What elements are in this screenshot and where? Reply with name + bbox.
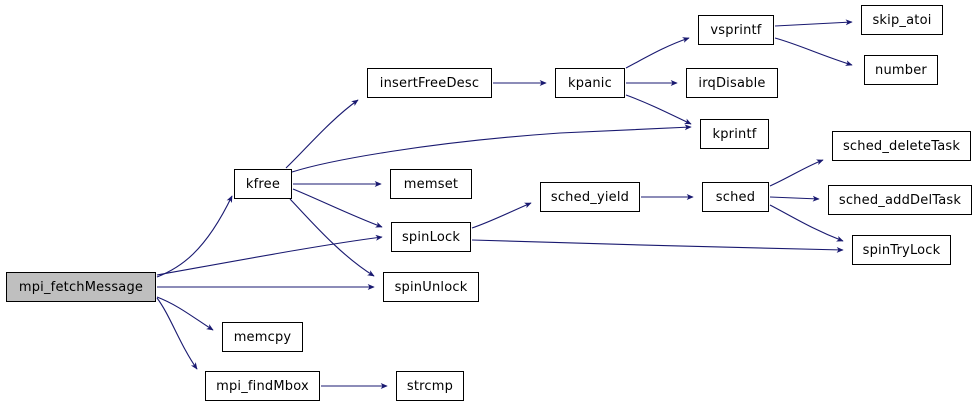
node-spinUnlock[interactable]: spinUnlock: [383, 272, 479, 302]
node-kpanic[interactable]: kpanic: [555, 68, 625, 98]
node-label-strcmp: strcmp: [406, 378, 454, 394]
node-label-sched_deleteTask: sched_deleteTask: [842, 138, 961, 154]
node-kfree[interactable]: kfree: [234, 169, 292, 199]
edge-spinLock-to-spinTryLock: [471, 239, 844, 253]
node-label-number: number: [875, 62, 927, 78]
node-mpi_fetchMessage[interactable]: mpi_fetchMessage: [6, 272, 156, 302]
node-spinLock[interactable]: spinLock: [391, 222, 471, 252]
edge-mpi_fetchMessage-to-spinLock: [156, 234, 383, 276]
node-label-kfree: kfree: [245, 176, 281, 192]
edge-kfree-to-insertFreeDesc: [285, 99, 359, 169]
edge-kpanic-to-kprintf: [625, 94, 692, 125]
node-label-memcpy: memcpy: [233, 329, 292, 345]
node-label-spinUnlock: spinUnlock: [394, 279, 468, 295]
node-label-mpi_fetchMessage: mpi_fetchMessage: [18, 279, 144, 295]
node-irqDisable[interactable]: irqDisable: [686, 68, 778, 98]
node-insertFreeDesc[interactable]: insertFreeDesc: [367, 68, 492, 98]
node-label-irqDisable: irqDisable: [698, 75, 766, 91]
node-skip_atoi[interactable]: skip_atoi: [861, 5, 943, 35]
node-label-sched_yield: sched_yield: [550, 189, 630, 205]
edge-sched-to-sched_deleteTask: [769, 159, 824, 187]
edge-spinLock-to-sched_yield: [471, 202, 532, 229]
node-sched_addDelTask[interactable]: sched_addDelTask: [828, 185, 972, 215]
edge-mpi_fetchMessage-to-memcpy: [156, 296, 214, 331]
node-kprintf[interactable]: kprintf: [700, 119, 769, 149]
node-label-memset: memset: [403, 176, 459, 192]
node-label-kprintf: kprintf: [712, 126, 757, 142]
edge-kpanic-to-vsprintf: [625, 37, 690, 69]
node-label-sched: sched: [715, 189, 756, 205]
edge-kfree-to-spinUnlock: [289, 198, 375, 277]
edge-kfree-to-kprintf: [291, 124, 692, 173]
edge-mpi_fetchMessage-to-kfree: [156, 195, 233, 278]
node-label-spinTryLock: spinTryLock: [862, 242, 941, 258]
node-number[interactable]: number: [864, 55, 938, 85]
edge-vsprintf-to-number: [774, 37, 853, 66]
node-label-vsprintf: vsprintf: [710, 22, 762, 38]
node-memset[interactable]: memset: [390, 169, 472, 199]
node-sched_deleteTask[interactable]: sched_deleteTask: [832, 131, 971, 161]
node-spinTryLock[interactable]: spinTryLock: [852, 235, 951, 265]
node-label-sched_addDelTask: sched_addDelTask: [838, 192, 962, 208]
node-sched_yield[interactable]: sched_yield: [540, 182, 640, 212]
edge-vsprintf-to-skip_atoi: [774, 19, 853, 27]
node-vsprintf[interactable]: vsprintf: [698, 15, 774, 45]
node-label-skip_atoi: skip_atoi: [872, 12, 932, 28]
node-label-mpi_findMbox: mpi_findMbox: [216, 378, 309, 394]
node-sched[interactable]: sched: [702, 182, 769, 212]
node-memcpy[interactable]: memcpy: [222, 322, 303, 352]
edge-kfree-to-spinLock: [292, 188, 383, 228]
node-label-insertFreeDesc: insertFreeDesc: [379, 75, 480, 91]
node-mpi_findMbox[interactable]: mpi_findMbox: [205, 371, 320, 401]
node-label-kpanic: kpanic: [568, 75, 612, 91]
node-strcmp[interactable]: strcmp: [396, 371, 464, 401]
edge-mpi_fetchMessage-to-mpi_findMbox: [156, 297, 198, 370]
edge-sched-to-sched_addDelTask: [769, 195, 820, 202]
node-label-spinLock: spinLock: [401, 229, 461, 245]
